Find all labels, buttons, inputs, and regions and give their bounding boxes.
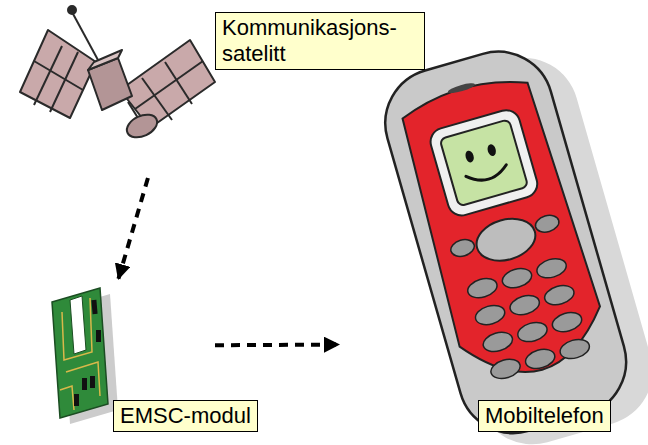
phone-illustration bbox=[372, 32, 648, 445]
name-label: EMSC-modul bbox=[113, 400, 258, 432]
module-node: EMSC-modul bbox=[45, 280, 215, 425]
phone-key bbox=[535, 255, 569, 281]
phone-key bbox=[508, 292, 542, 318]
phone-key bbox=[489, 356, 523, 382]
name-label: Mobiltelefon bbox=[478, 400, 611, 432]
phone-node: Mobiltelefon bbox=[340, 25, 640, 440]
phone-key bbox=[516, 319, 550, 345]
satellite-node: Kommunikasjons- satelitt bbox=[25, 0, 215, 178]
dashed-arrow bbox=[215, 343, 340, 348]
phone-key bbox=[481, 329, 515, 355]
phone-key bbox=[465, 275, 499, 301]
name-label: Kommunikasjons- satelitt bbox=[215, 12, 425, 70]
dashed-arrow bbox=[118, 178, 148, 280]
phone-key bbox=[550, 309, 584, 335]
phone-key bbox=[542, 282, 576, 308]
satellite-illustration bbox=[20, 6, 215, 142]
phone-key bbox=[449, 237, 476, 259]
phone-key bbox=[533, 213, 560, 235]
phone-key bbox=[523, 346, 557, 372]
phone-key bbox=[473, 302, 507, 328]
phone-key bbox=[558, 336, 592, 362]
phone-key bbox=[500, 265, 534, 291]
module-illustration bbox=[52, 288, 118, 424]
